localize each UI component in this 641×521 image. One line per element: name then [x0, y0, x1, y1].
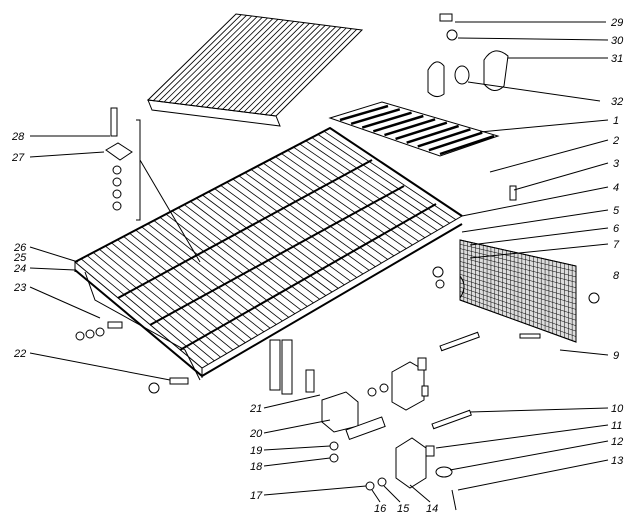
comb-rod: [384, 118, 436, 137]
upper-sieve-slat: [238, 25, 326, 112]
upper-sieve-slat: [195, 19, 284, 107]
mesh-screen: [459, 239, 577, 343]
comb-rod: [372, 114, 424, 133]
main-sieve-frame: [74, 126, 463, 381]
label-30: 30: [611, 35, 624, 47]
comb-rod: [361, 111, 412, 129]
label-1: 1: [613, 115, 619, 127]
label-8: 8: [613, 270, 620, 282]
part-labels: 29 30 31 32 1 2 3 4 5 6 7 8 9 10 11 12 1…: [11, 17, 624, 515]
mesh-wire: [459, 252, 577, 283]
label-14: 14: [426, 503, 438, 515]
label-3: 3: [613, 158, 620, 170]
upper-sieve-slat: [227, 23, 316, 111]
upper-sieve-slat: [153, 14, 242, 101]
comb-rod: [350, 108, 401, 125]
upper-sieve-slat: [163, 15, 253, 103]
upper-sieve-slat: [233, 24, 321, 111]
label-28: 28: [11, 131, 25, 143]
label-29: 29: [610, 17, 623, 29]
label-17: 17: [250, 490, 263, 502]
mesh-wire: [459, 248, 577, 278]
upper-sieve: [146, 13, 364, 127]
mesh-wire: [459, 282, 577, 321]
label-5: 5: [613, 205, 620, 217]
upper-sieve-slat: [270, 29, 358, 116]
label-7: 7: [613, 239, 620, 251]
label-21: 21: [249, 403, 262, 415]
label-18: 18: [250, 461, 263, 473]
hardware-parts: [75, 13, 600, 511]
upper-sieve-slat: [190, 19, 279, 106]
comb-rods: [328, 101, 500, 157]
label-10: 10: [611, 403, 624, 415]
upper-sieve-slat: [179, 17, 268, 105]
label-23: 23: [13, 282, 27, 294]
comb-rod: [395, 121, 448, 141]
label-12: 12: [611, 436, 623, 448]
label-16: 16: [374, 503, 387, 515]
comb-rod: [339, 104, 389, 122]
label-4: 4: [613, 182, 619, 194]
comb-rod: [417, 128, 471, 148]
mesh-wire: [459, 261, 577, 294]
mesh-wire: [459, 265, 577, 299]
label-2: 2: [612, 135, 619, 147]
upper-sieve-slat: [169, 16, 258, 103]
label-31: 31: [611, 53, 623, 65]
upper-sieve-slat: [222, 23, 310, 110]
label-20: 20: [249, 428, 263, 440]
mesh-wire: [459, 274, 577, 310]
label-9: 9: [613, 350, 619, 362]
label-26: 26: [13, 242, 27, 254]
label-25: 25: [13, 252, 27, 264]
mesh-wire: [459, 244, 577, 272]
mesh-wire: [459, 269, 577, 305]
upper-sieve-slat: [185, 18, 274, 105]
label-13: 13: [611, 455, 624, 467]
mesh-wire: [459, 278, 577, 316]
upper-sieve-slat: [211, 21, 300, 109]
label-32: 32: [611, 96, 623, 108]
label-11: 11: [611, 420, 622, 432]
label-19: 19: [250, 445, 262, 457]
mesh-wire: [459, 286, 577, 326]
label-15: 15: [397, 503, 410, 515]
upper-sieve-slat: [158, 15, 247, 102]
upper-sieve-slat: [259, 27, 347, 115]
label-22: 22: [13, 348, 26, 360]
upper-sieve-slat: [217, 22, 305, 109]
mesh-wire: [459, 295, 577, 337]
leader-lines: [29, 21, 609, 503]
upper-sieve-slat: [174, 17, 263, 104]
upper-sieve-slat: [265, 28, 352, 115]
comb-rod: [406, 124, 460, 144]
upper-sieve-slat: [249, 26, 337, 113]
upper-sieve-slat: [243, 25, 331, 113]
upper-sieve-slat: [254, 27, 342, 114]
label-27: 27: [11, 152, 25, 164]
label-24: 24: [13, 263, 26, 275]
upper-sieve-slat: [206, 21, 295, 108]
mesh-wire: [459, 256, 577, 288]
comb-rod: [439, 134, 495, 156]
label-6: 6: [613, 223, 620, 235]
comb-rod: [428, 131, 483, 152]
upper-sieve-slat: [201, 20, 289, 107]
mesh-wire: [459, 291, 577, 332]
